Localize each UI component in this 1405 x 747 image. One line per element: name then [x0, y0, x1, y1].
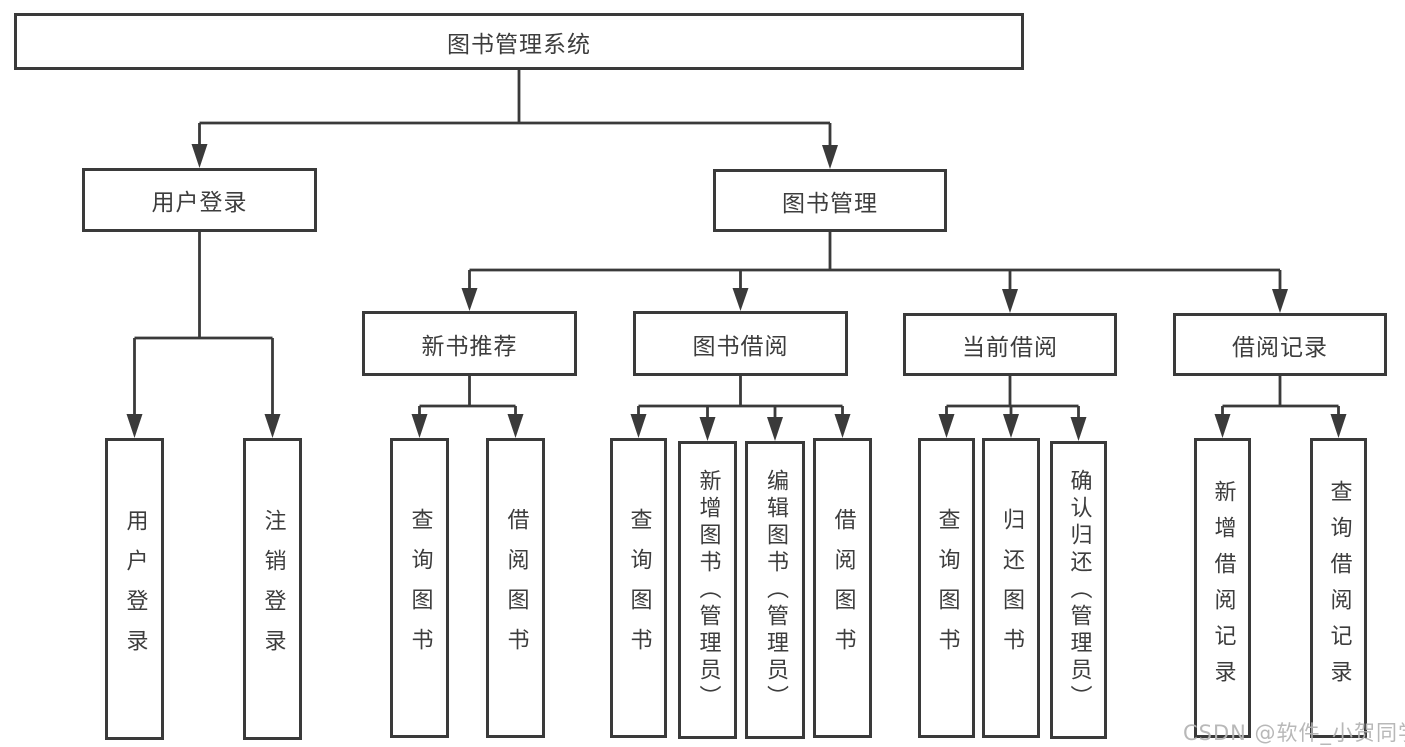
leaf-edit-book-admin: 编辑图书（管理员） — [745, 441, 805, 739]
arrowhead-icons — [126, 144, 1347, 441]
node-label: 图书管理 — [782, 190, 878, 217]
leaf-logout: 注销登录 — [243, 438, 302, 740]
leaf-return-books: 归还图书 — [982, 438, 1040, 738]
node-library-management-system: 图书管理系统 — [14, 13, 1024, 70]
node-new-book-recommendation: 新书推荐 — [362, 311, 577, 376]
node-label: 查询借阅记录 — [1326, 480, 1352, 696]
leaf-query-books-borrowing: 查询图书 — [610, 438, 667, 738]
node-label: 新书推荐 — [421, 333, 518, 360]
leaf-query-borrow-record: 查询借阅记录 — [1310, 438, 1367, 738]
node-label: 确认归还（管理员） — [1066, 468, 1092, 712]
leaf-query-books-recommend: 查询图书 — [390, 438, 449, 738]
node-label: 借阅图书 — [830, 508, 856, 668]
node-label: 用户登录 — [151, 190, 248, 216]
leaf-add-book-admin: 新增图书（管理员） — [678, 441, 737, 739]
node-label: 编辑图书（管理员） — [763, 468, 788, 712]
node-book-management: 图书管理 — [713, 169, 947, 232]
node-label: 借阅记录 — [1232, 334, 1328, 361]
node-label: 新增借阅记录 — [1210, 480, 1236, 696]
leaf-confirm-return-admin: 确认归还（管理员） — [1050, 441, 1107, 739]
node-current-borrowing: 当前借阅 — [903, 313, 1117, 376]
csdn-watermark: CSDN @软件_小贺同学 — [1183, 721, 1405, 745]
node-label: 借阅图书 — [503, 508, 529, 668]
leaf-borrow-books-borrowing: 借阅图书 — [813, 438, 872, 738]
node-label: 查询图书 — [407, 508, 433, 668]
node-label: 注销登录 — [260, 509, 286, 669]
node-book-borrowing: 图书借阅 — [633, 311, 848, 376]
node-label: 当前借阅 — [962, 334, 1058, 361]
node-label: 查询图书 — [626, 508, 652, 668]
node-borrowing-records: 借阅记录 — [1173, 313, 1387, 376]
node-label: 图书借阅 — [692, 333, 789, 360]
node-label: 查询图书 — [934, 508, 960, 668]
node-label: 新增图书（管理员） — [695, 468, 721, 712]
node-label: 归还图书 — [999, 508, 1024, 668]
leaf-query-books-current: 查询图书 — [918, 438, 975, 738]
leaf-add-borrow-record: 新增借阅记录 — [1194, 438, 1251, 738]
node-label: 图书管理系统 — [447, 31, 591, 58]
leaf-borrow-books-recommend: 借阅图书 — [486, 438, 545, 738]
leaf-user-login: 用户登录 — [105, 438, 164, 740]
node-user-login-group: 用户登录 — [82, 168, 317, 232]
node-label: 用户登录 — [122, 509, 148, 669]
